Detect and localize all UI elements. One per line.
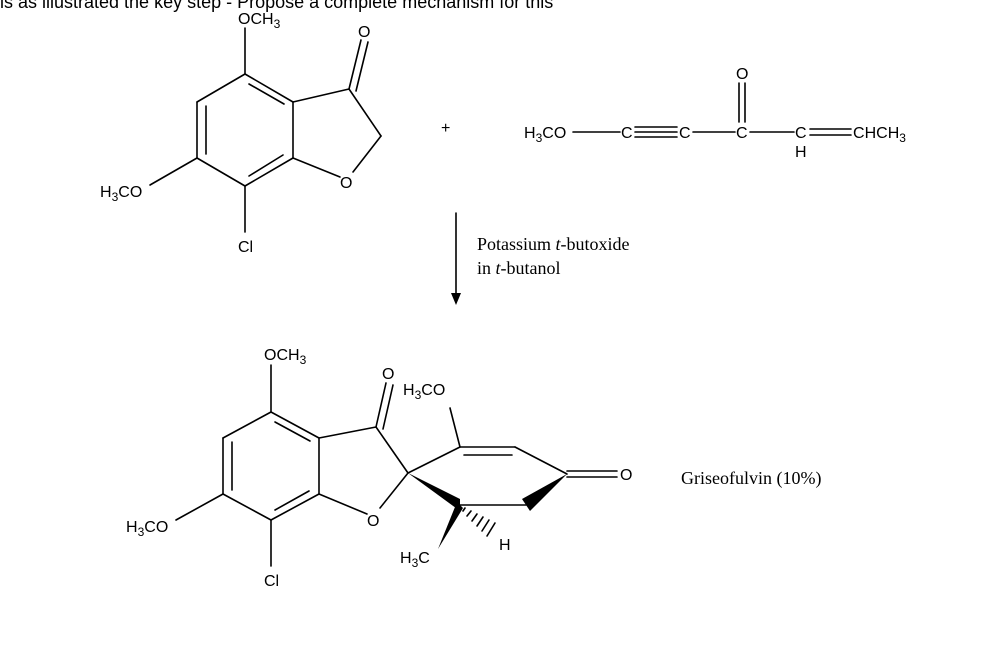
r2-alkyne-c1-label: C: [621, 125, 633, 142]
prod-h-label: H: [499, 537, 511, 554]
prod-carbonyl-o-label: O: [382, 366, 394, 383]
reaction-arrow: [451, 212, 461, 305]
plus-sign: +: [441, 120, 450, 137]
r1-cl-label: Cl: [238, 239, 253, 256]
product-griseofulvin: OCH3 O H3CO O O H3CO Cl H3C H: [126, 347, 632, 590]
r1-h3co-label: H3CO: [100, 184, 142, 204]
conditions-line-2: in t-butanol: [477, 258, 561, 278]
r2-alkyne-c2-label: C: [679, 125, 691, 142]
r1-och3-label: OCH3: [238, 11, 281, 31]
r2-h3co-label: H3CO: [524, 125, 566, 145]
prod-h3co-top-label: H3CO: [403, 382, 445, 402]
header-text: is as illustrated the key step - Propose…: [0, 0, 553, 12]
prod-h3c-label: H3C: [400, 550, 430, 570]
product-name-label: Griseofulvin (10%): [681, 468, 821, 489]
r1-carbonyl-o-label: O: [358, 24, 370, 41]
r2-vinyl-c-label: C: [795, 125, 807, 142]
prod-cl-label: Cl: [264, 573, 279, 590]
conditions-line-1: Potassium t-butoxide: [477, 234, 630, 254]
prod-h3co-label: H3CO: [126, 519, 168, 539]
prod-ring-o-label: O: [367, 513, 379, 530]
r2-h-label: H: [795, 144, 807, 161]
hashed-bond-h: [462, 507, 496, 537]
r2-carbonyl-o-label: O: [736, 66, 748, 83]
reactant-benzofuranone: OCH3 O O H3CO Cl: [100, 11, 382, 256]
r2-chch3-label: CHCH3: [853, 125, 906, 145]
r2-carbonyl-c-label: C: [736, 125, 748, 142]
prod-ketone-o-label: O: [620, 467, 632, 484]
r1-ring-o-label: O: [340, 175, 352, 192]
reactant-ynone: H3CO C C C O C H CHCH3: [524, 66, 906, 161]
prod-och3-label: OCH3: [264, 347, 307, 367]
